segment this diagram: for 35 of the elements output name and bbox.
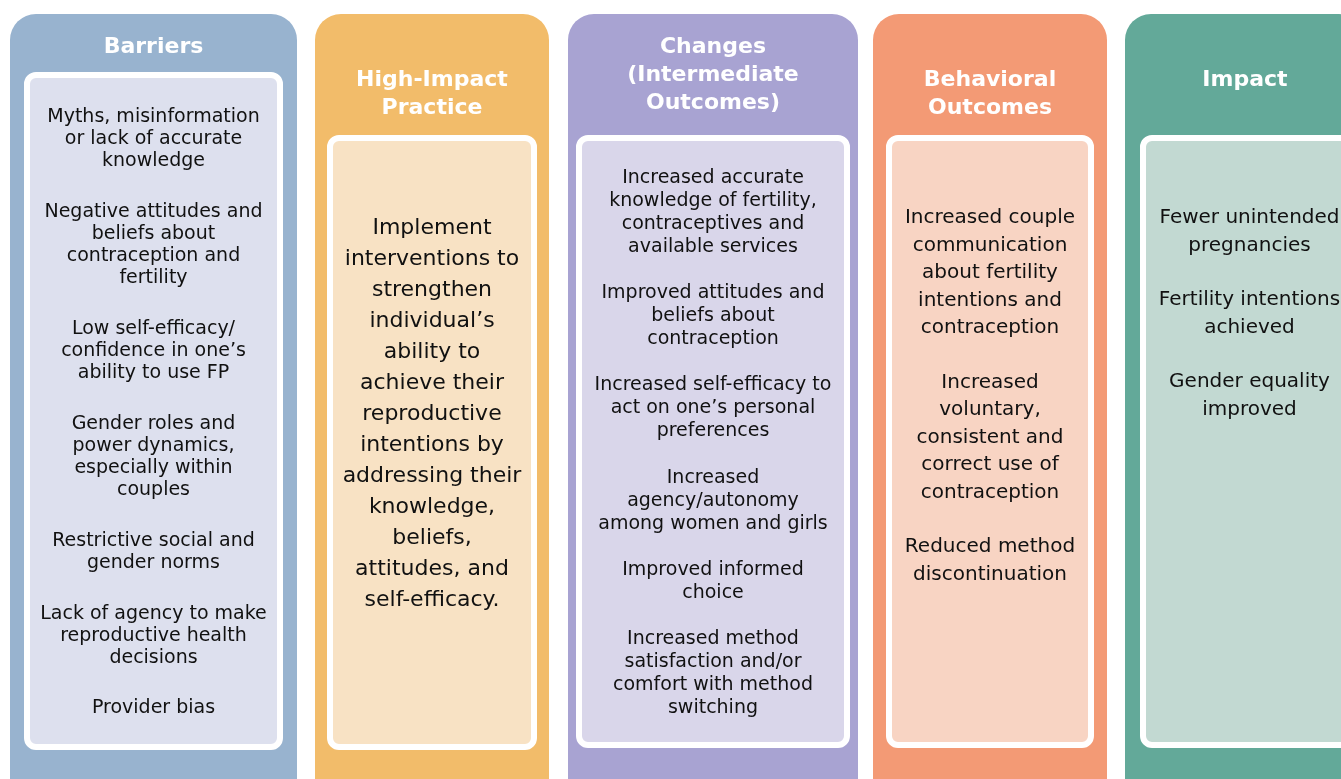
outcome-text: Increased couple communication about fertility intentions and contraception <box>903 203 1077 340</box>
column-heading: Changes (Intermediate Outcomes) <box>626 32 800 116</box>
outcome-text: Improved attitudes and beliefs about contraception <box>600 280 826 349</box>
column-heading: Behavioral Outcomes <box>922 65 1058 121</box>
outcome-text: Increased method satisfaction and/or comfort with method switching <box>612 626 814 719</box>
column-panel <box>1125 14 1341 779</box>
content-card <box>886 135 1094 748</box>
outcome-text: Implement interventions to strengthen individual’s ability to achieve their reproductive intentions by addressing their knowledge, beliefs, attitudes, and self-efficacy. <box>341 213 523 613</box>
outcome-text: Low self-efficacy/ confidence in one’s ability to use FP <box>60 316 247 383</box>
outcome-text: Fewer unintended pregnancies <box>1158 203 1341 258</box>
outcome-text: Reduced method discontinuation <box>903 532 1077 587</box>
content-card <box>327 135 537 750</box>
column-panel <box>568 14 858 779</box>
outcome-text: Increased voluntary, consistent and correct use of contraception <box>915 367 1065 505</box>
column-panel <box>315 14 549 779</box>
outcome-text: Lack of agency to make reproductive health decisions <box>40 600 267 667</box>
content-card <box>576 135 850 748</box>
outcome-text: Negative attitudes and beliefs about contraception and fertility <box>43 199 264 288</box>
column-heading: Impact <box>1201 65 1289 93</box>
outcome-text: Gender roles and power dynamics, especially within couples <box>70 410 237 499</box>
column-panel <box>873 14 1107 779</box>
outcome-text: Increased agency/autonomy among women and girls <box>597 464 829 534</box>
column-panel <box>10 14 297 779</box>
outcome-text: Fertility intentions achieved <box>1157 285 1341 340</box>
column-heading: Barriers <box>102 32 205 60</box>
content-card <box>1140 135 1341 748</box>
outcome-text: Improved informed choice <box>621 556 805 603</box>
outcome-text: Provider bias <box>91 695 216 718</box>
content-card <box>24 72 283 750</box>
outcome-text: Gender equality improved <box>1168 367 1331 422</box>
outcome-text: Myths, misinformation or lack of accurate knowledge <box>46 104 261 171</box>
outcome-text: Increased accurate knowledge of fertility, contraceptives and available services <box>608 164 818 257</box>
outcome-text: Increased self-efficacy to act on one’s personal preferences <box>593 372 833 442</box>
column-heading: High-Impact Practice <box>355 65 509 121</box>
outcome-text: Restrictive social and gender norms <box>51 527 256 572</box>
